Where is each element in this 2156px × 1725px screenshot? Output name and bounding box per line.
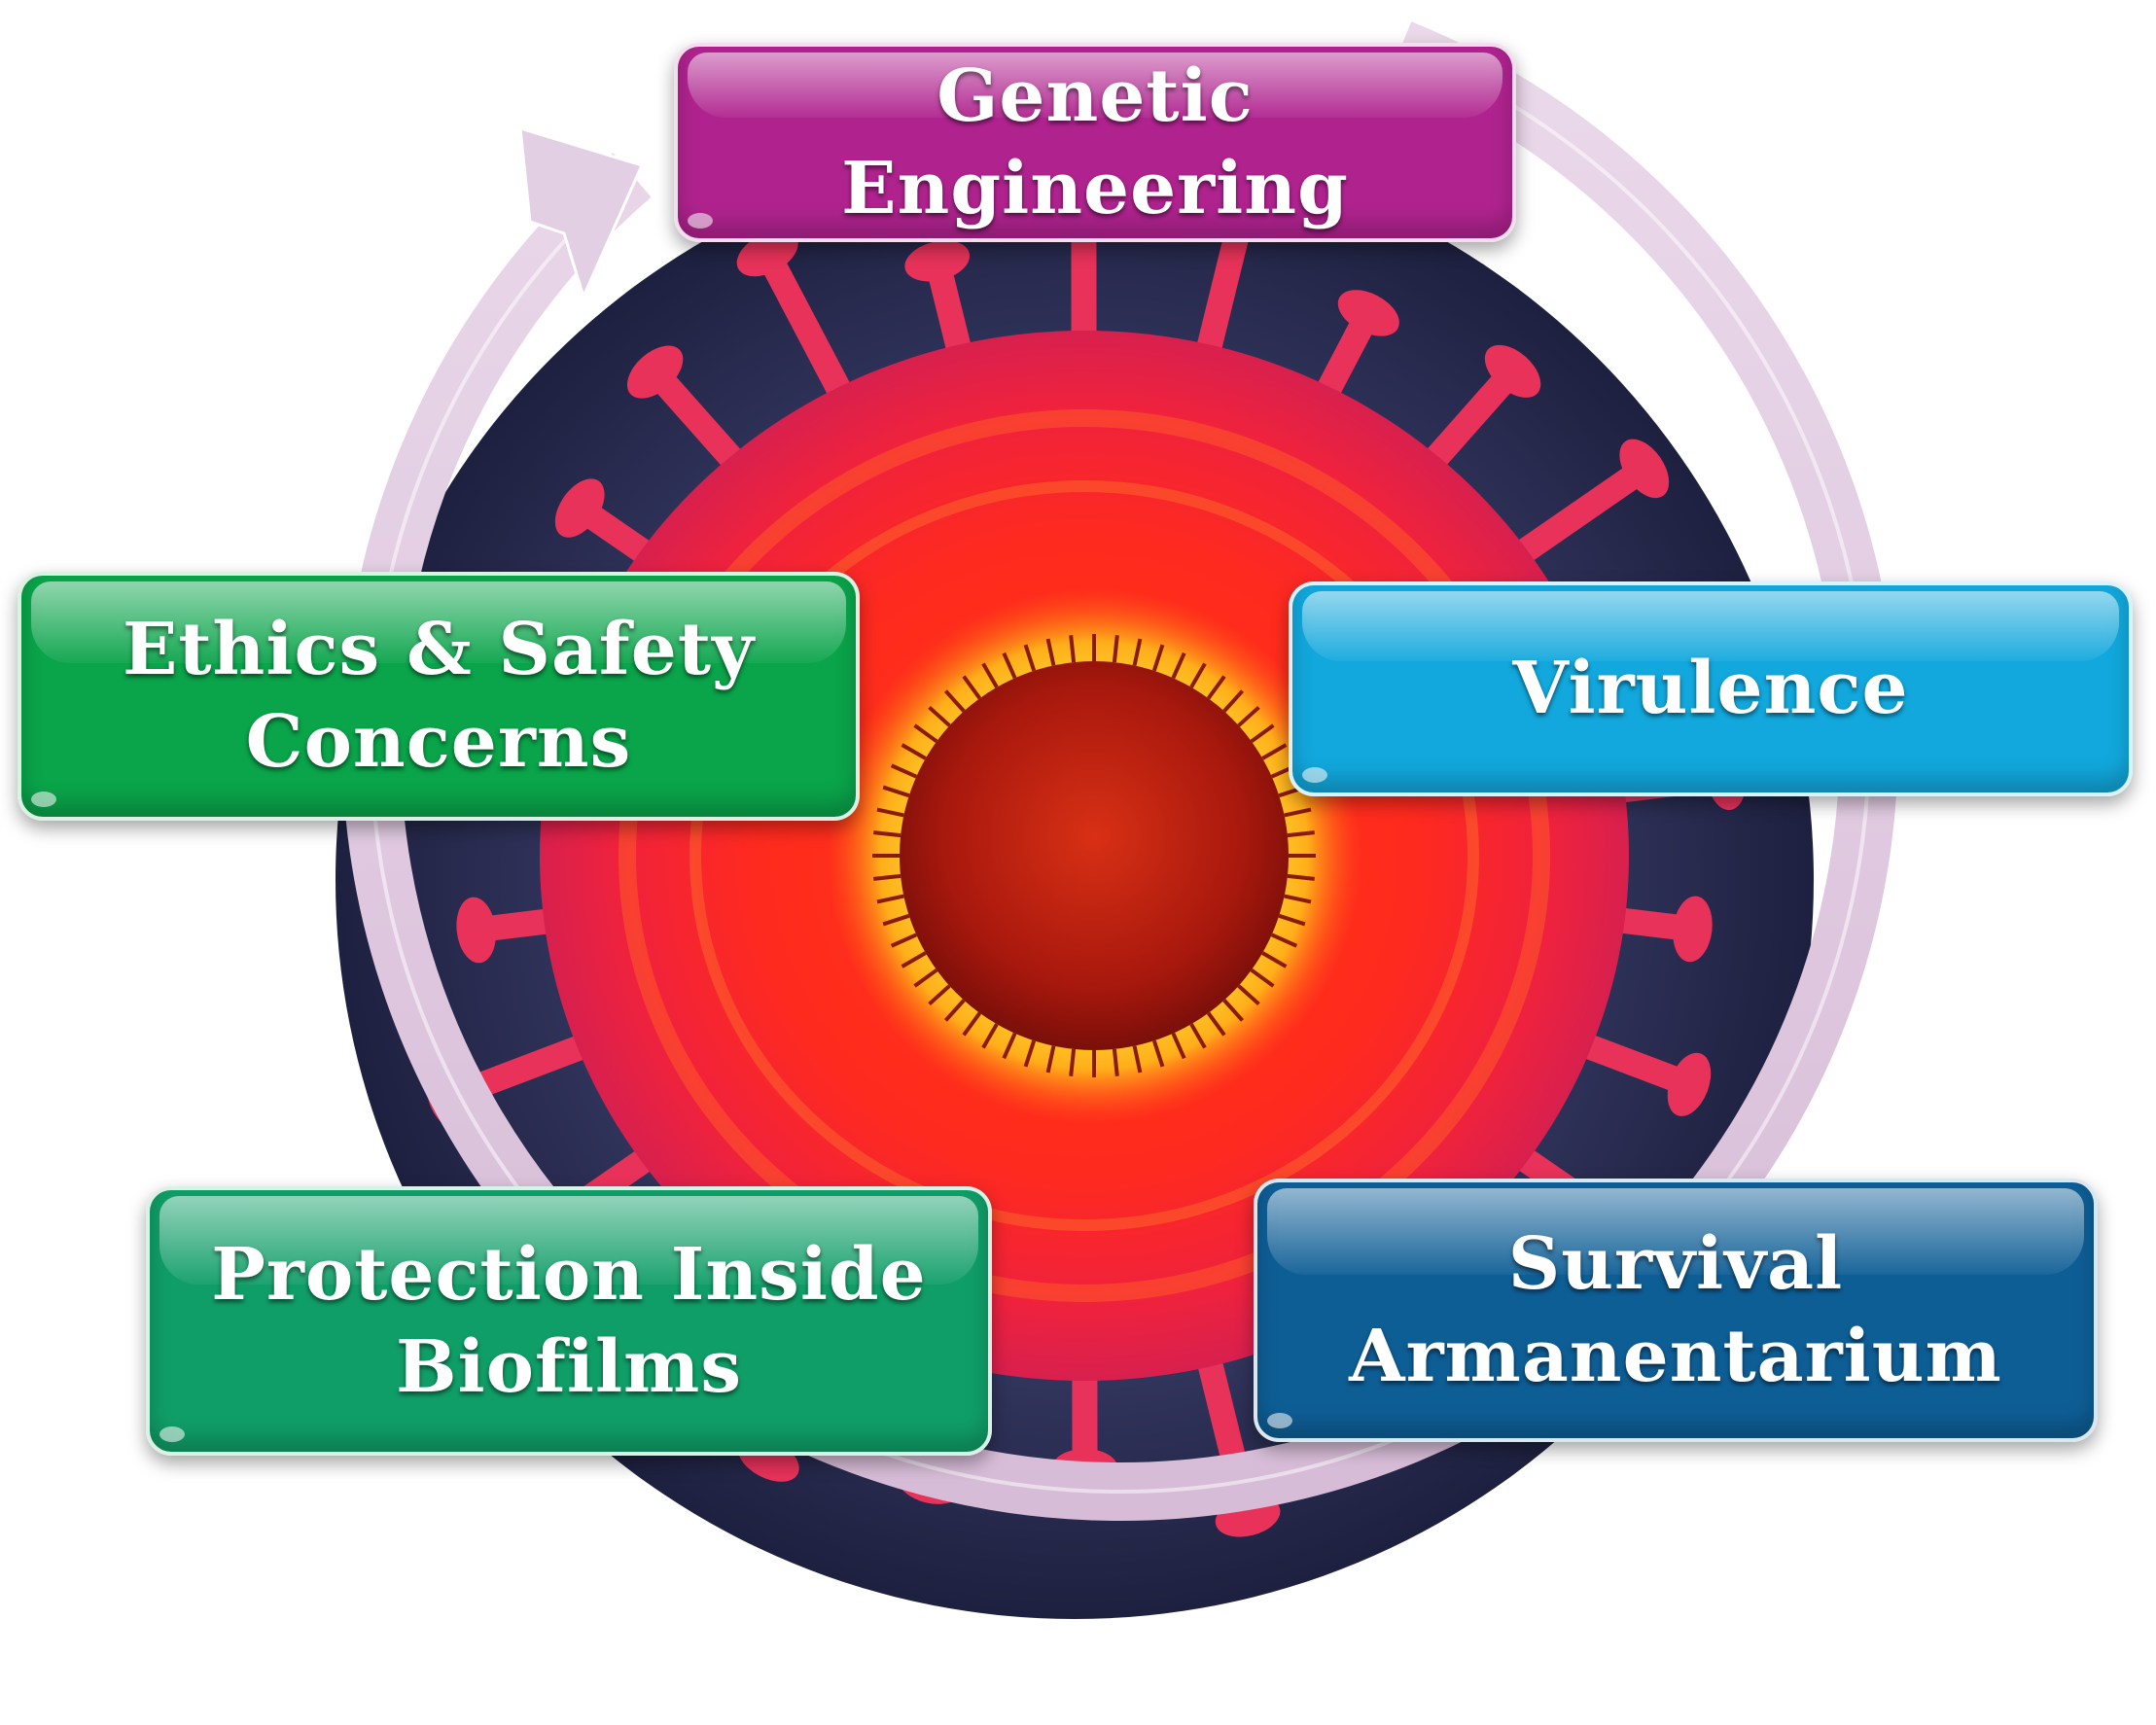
core-spike bbox=[1287, 873, 1315, 881]
core-spike bbox=[901, 743, 927, 760]
virus-spike-cap bbox=[1484, 344, 1541, 398]
core-spike bbox=[1250, 723, 1275, 744]
ethics-safety-label-line2: Concerns bbox=[245, 700, 632, 784]
core-spike bbox=[913, 723, 938, 744]
genetic-engineering-box: Genetic Engineering bbox=[674, 43, 1516, 242]
core-spike bbox=[1284, 894, 1312, 904]
core-spike bbox=[1132, 638, 1143, 666]
virus-core-spikes bbox=[872, 634, 1316, 1077]
virus-membrane-fold bbox=[619, 409, 1550, 1302]
virulence-box: Virulence bbox=[1289, 581, 2133, 796]
core-spike bbox=[1250, 968, 1275, 988]
survival-armanentarium-box: Survival Armanentarium bbox=[1254, 1179, 2098, 1442]
core-spike bbox=[1069, 1048, 1077, 1076]
core-spike bbox=[1237, 984, 1260, 1006]
protection-biofilms-box: Protection Inside Biofilms bbox=[146, 1186, 992, 1456]
core-spike bbox=[890, 763, 918, 779]
core-spike bbox=[882, 785, 910, 798]
core-spike bbox=[1171, 1032, 1186, 1060]
core-spike bbox=[1151, 1039, 1165, 1068]
ethics-safety-box: Ethics & Safety Concerns bbox=[18, 572, 860, 821]
virus-core bbox=[900, 661, 1289, 1050]
virus-spike-cap bbox=[1667, 1052, 1712, 1116]
core-spike bbox=[1069, 635, 1077, 663]
protection-biofilms-label-line2: Biofilms bbox=[395, 1324, 743, 1409]
core-spike bbox=[1284, 807, 1312, 818]
core-spike bbox=[1222, 999, 1245, 1022]
virus-spike bbox=[755, 240, 862, 421]
genetic-engineering-label: Genetic Engineering bbox=[841, 53, 1349, 230]
core-spike bbox=[928, 705, 951, 727]
protection-biofilms-label-line1: Protection Inside bbox=[211, 1232, 927, 1317]
core-spike bbox=[943, 999, 966, 1022]
core-spike bbox=[1023, 644, 1037, 672]
core-spike bbox=[981, 1023, 999, 1049]
core-spike bbox=[876, 807, 904, 818]
core-spike bbox=[1206, 675, 1226, 700]
core-spike bbox=[1045, 1045, 1056, 1074]
cycle-arrow-head bbox=[518, 125, 645, 301]
core-spike bbox=[873, 873, 901, 881]
core-spike bbox=[928, 984, 951, 1006]
core-spike bbox=[1112, 1048, 1119, 1076]
core-spike bbox=[1151, 644, 1165, 672]
core-spike bbox=[1270, 933, 1298, 948]
virus-spike-cap bbox=[1337, 290, 1399, 336]
core-spike bbox=[1002, 651, 1017, 680]
virus-spike-cap bbox=[1673, 896, 1713, 963]
core-spike bbox=[1002, 1032, 1017, 1060]
core-spike bbox=[901, 951, 927, 968]
core-spike bbox=[1112, 635, 1119, 663]
survival-armanentarium-label-line1: Survival bbox=[1507, 1221, 1844, 1306]
core-spike bbox=[1023, 1039, 1037, 1068]
core-spike bbox=[1261, 951, 1288, 968]
core-spike bbox=[890, 933, 918, 948]
virus-spike-cap bbox=[554, 478, 605, 538]
virus-spike-cap bbox=[456, 897, 496, 964]
ethics-safety-label-line1: Ethics & Safety bbox=[122, 608, 756, 692]
virus-membrane-fold-inner bbox=[689, 480, 1479, 1231]
virus-spike-cap bbox=[1619, 439, 1670, 499]
core-spike bbox=[1278, 913, 1306, 927]
core-spike bbox=[882, 913, 910, 927]
core-spike bbox=[1171, 651, 1186, 680]
virus-spike-cap bbox=[904, 240, 971, 282]
core-spike bbox=[1222, 689, 1245, 713]
core-spike bbox=[876, 894, 904, 904]
survival-armanentarium-label-line2: Armanentarium bbox=[1349, 1314, 2002, 1398]
core-spike bbox=[1237, 705, 1260, 727]
core-spike bbox=[1189, 1023, 1207, 1049]
core-spike bbox=[913, 968, 938, 988]
core-spike bbox=[1261, 743, 1288, 760]
core-spike bbox=[943, 689, 966, 713]
core-spike bbox=[981, 662, 999, 688]
virus-spike-cap bbox=[626, 345, 684, 399]
core-spike bbox=[1206, 1011, 1226, 1037]
core-spike bbox=[962, 1011, 982, 1037]
core-spike bbox=[1287, 830, 1315, 838]
core-spike bbox=[873, 830, 901, 838]
core-spike bbox=[1132, 1045, 1143, 1074]
core-spike bbox=[1045, 638, 1056, 666]
virulence-label: Virulence bbox=[1512, 647, 1909, 731]
core-spike bbox=[1189, 662, 1207, 688]
core-spike bbox=[962, 675, 982, 700]
